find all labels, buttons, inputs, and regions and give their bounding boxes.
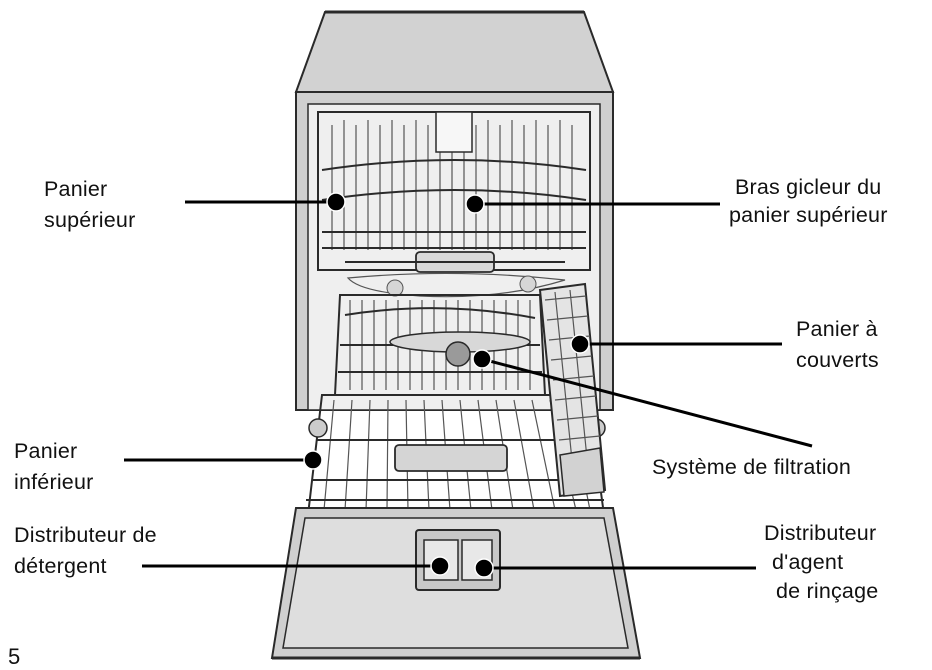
top-panel (294, 11, 615, 93)
callout-labels: Panier supérieur Bras gicleur du panier … (8, 175, 888, 669)
label-cutlery-basket-line1: Panier à (796, 317, 878, 341)
label-lower-basket-line2: inférieur (14, 470, 93, 494)
upper-basket-graphic (317, 111, 591, 273)
label-rinse-aid-dispenser-line1: Distributeur (764, 521, 876, 545)
filter-system-marker (472, 349, 492, 369)
cutlery-basket-marker (570, 334, 590, 354)
upper-spray-arm-marker (465, 194, 485, 214)
label-upper-basket-line1: Panier (44, 177, 107, 201)
label-upper-spray-arm-line1: Bras gicleur du (735, 175, 881, 199)
lower-basket-marker (303, 450, 323, 470)
label-lower-basket-line1: Panier (14, 439, 77, 463)
upper-basket-marker (326, 192, 346, 212)
label-detergent-dispenser-line2: détergent (14, 554, 107, 578)
label-rinse-aid-dispenser-line3: de rinçage (776, 579, 878, 603)
label-upper-spray-arm-line2: panier supérieur (729, 203, 888, 227)
dishwasher-illustration (270, 10, 642, 660)
label-cutlery-basket-line2: couverts (796, 348, 879, 372)
label-filter-system: Système de filtration (652, 455, 851, 479)
label-upper-basket-line2: supérieur (44, 208, 135, 232)
label-rinse-aid-dispenser-line2: d'agent (772, 550, 843, 574)
rinse-aid-dispenser-marker (474, 558, 494, 578)
detergent-dispenser-marker (430, 556, 450, 576)
label-detergent-dispenser-line1: Distributeur de (14, 523, 157, 547)
open-door-graphic (270, 507, 642, 660)
page-number: 5 (8, 644, 20, 669)
callout-lines (124, 192, 813, 578)
cutlery-basket-graphic (538, 282, 607, 498)
